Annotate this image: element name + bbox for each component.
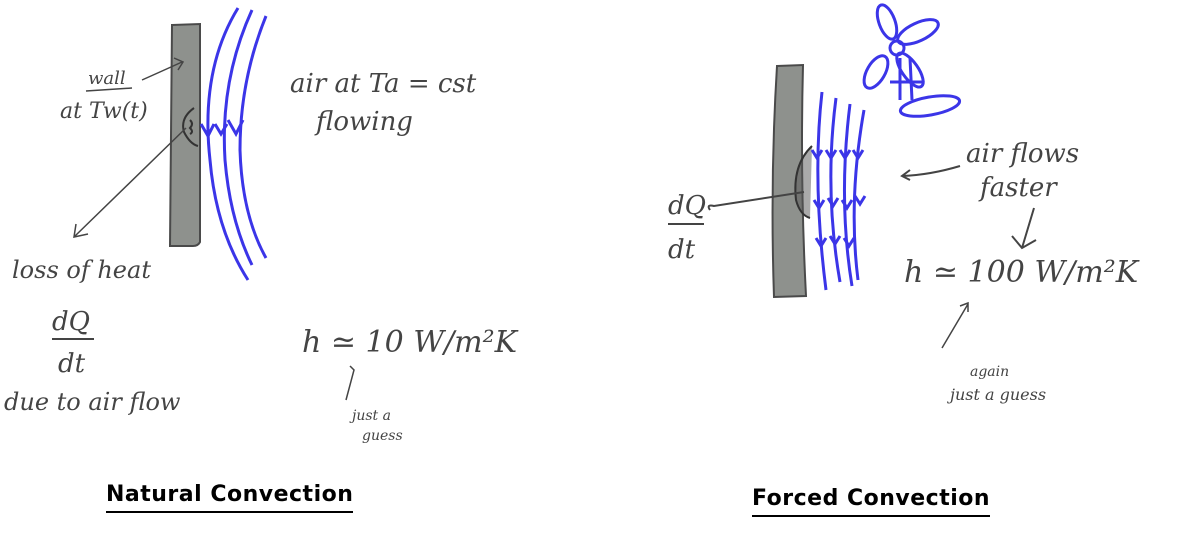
air-label-natural: air at Ta = cst: [290, 69, 477, 99]
wall-label-top: wall: [88, 68, 126, 89]
guess-label-forced-2: just a guess: [947, 385, 1046, 404]
wall-temp-label: at Tw(t): [60, 99, 148, 124]
h-value-natural: h ≃ 10 W/m²K: [302, 325, 519, 360]
natural-convection-panel: wall at Tw(t) air at Ta = cst flowing lo…: [4, 7, 519, 444]
faster-label: faster: [978, 173, 1058, 203]
guess-arrow-natural: [345, 365, 355, 401]
loss-of-heat-label: loss of heat: [12, 256, 151, 284]
guess-label-natural-1: just a: [349, 408, 391, 424]
guess-label-natural-2: guess: [362, 428, 403, 444]
forced-heat-spot: [794, 145, 813, 219]
dt-label-natural: dt: [58, 349, 86, 379]
guess-arrow-forced: [941, 301, 969, 349]
dt-label-forced: dt: [668, 235, 696, 265]
heat-loss-arrow: [73, 127, 187, 238]
dq-pointer-arrow: [707, 191, 805, 211]
forced-air-flow-lines: [810, 91, 867, 291]
forced-convection-title: Forced Convection: [752, 486, 991, 517]
natural-convection-title: Natural Convection: [106, 482, 354, 513]
forced-convection-panel: dQ dt air flows faster h ≃ 100 W/m²K aga…: [668, 3, 1140, 404]
natural-heat-spot: [182, 107, 199, 147]
dq-label-forced: dQ: [668, 191, 706, 221]
wall-pointer-arrow: [141, 57, 185, 81]
dq-label-natural: dQ: [52, 307, 90, 337]
due-to-air-flow-label: due to air flow: [4, 388, 181, 416]
guess-label-forced-1: again: [970, 364, 1009, 380]
fan-icon: [862, 3, 962, 118]
flowing-label: flowing: [314, 107, 413, 137]
faster-to-h-arrow: [1011, 207, 1037, 250]
natural-air-flow-lines: [199, 7, 268, 281]
air-flows-label: air flows: [966, 139, 1079, 169]
h-value-forced: h ≃ 100 W/m²K: [904, 255, 1140, 290]
air-flow-pointer-arrow: [900, 165, 961, 181]
forced-wall: [771, 63, 808, 299]
